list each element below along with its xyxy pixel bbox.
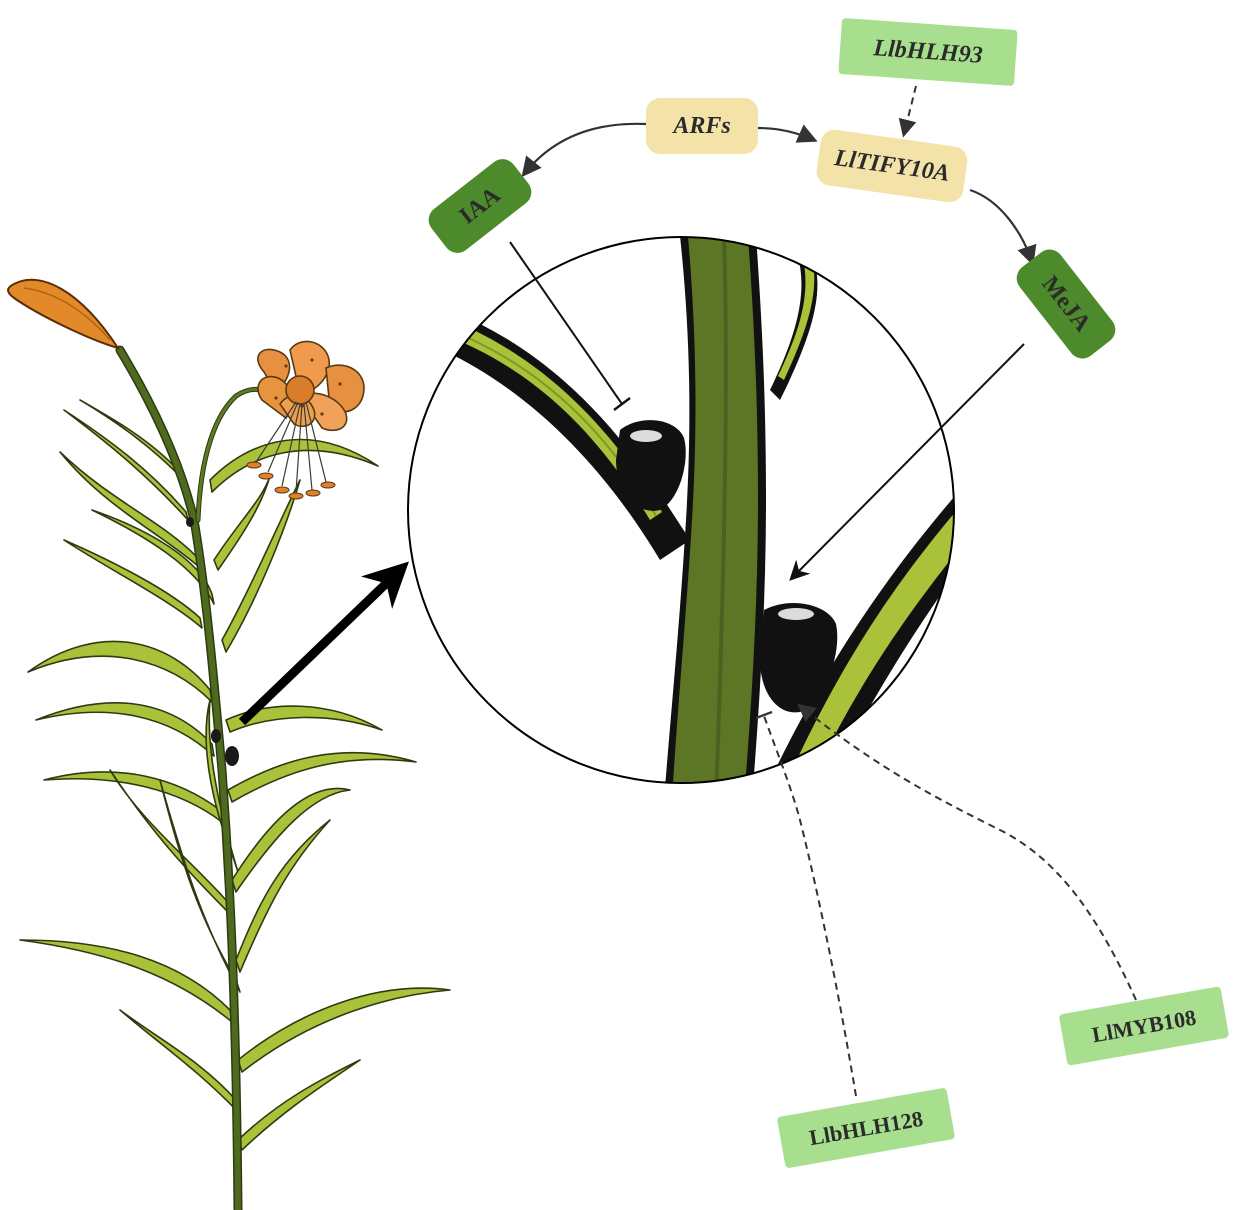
lily-plant-icon (20, 350, 450, 1210)
zoom-pointer-arrow (242, 574, 396, 722)
node-llbhlh93: LlbHLH93 (838, 18, 1017, 86)
edge-llmyb108-bulbil (800, 706, 1136, 1000)
node-meja: MeJA (1011, 244, 1121, 364)
bulbil-mark (225, 746, 239, 766)
lily-flower-icon (247, 341, 364, 499)
edge-lltify10a-meja (970, 190, 1032, 262)
node-arfs: ARFs (646, 98, 758, 154)
flower-bud-icon (8, 280, 118, 348)
edge-arfs-iaa (524, 124, 646, 174)
node-lltify10a: LlTIFY10A (815, 128, 969, 204)
node-arfs-label: ARFs (671, 113, 730, 139)
node-llmyb108: LlMYB108 (1059, 986, 1230, 1066)
magnifier-circle (408, 236, 980, 800)
node-iaa: IAA (423, 153, 537, 258)
edge-llbhlh128-bulbil (764, 716, 856, 1096)
edge-arfs-lltify10a (758, 128, 814, 140)
node-llbhlh128: LlbHLH128 (777, 1087, 955, 1168)
edge-llbhlh93-lltify10a (904, 86, 916, 134)
